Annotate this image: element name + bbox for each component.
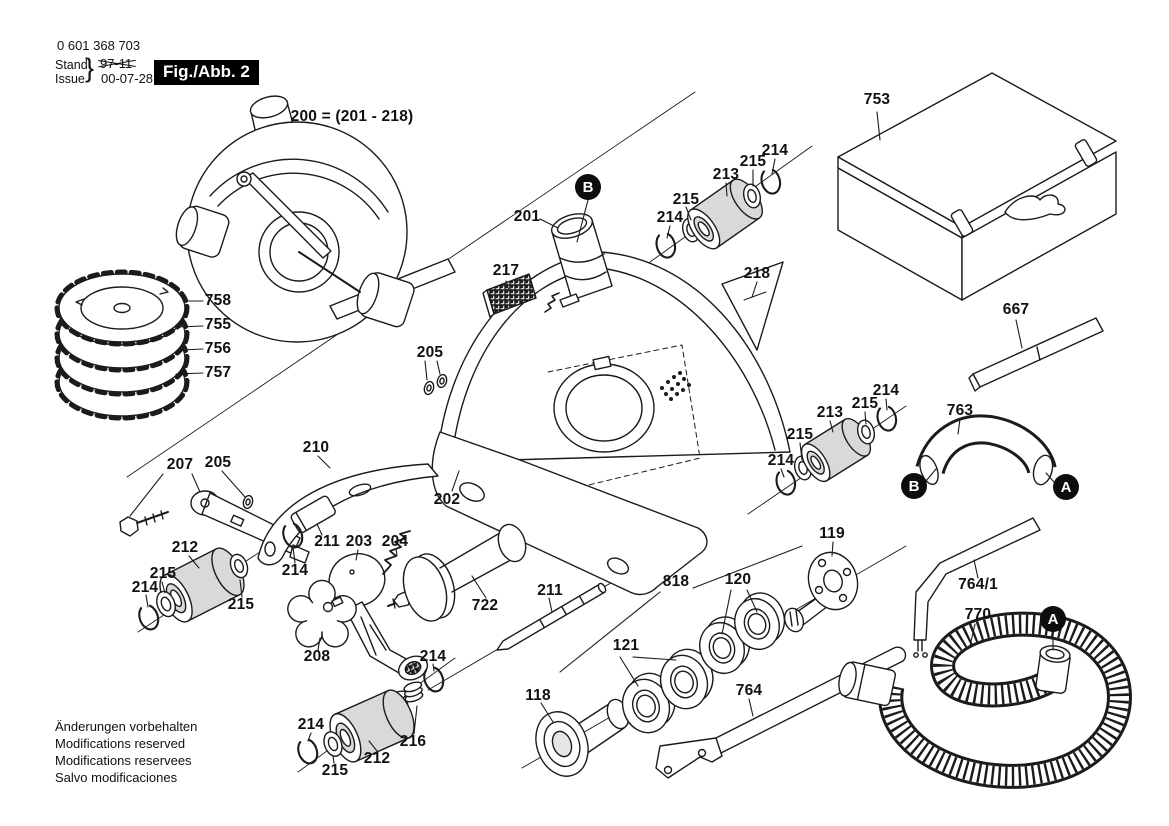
cutting-disc-stack — [57, 272, 203, 418]
modifications-notice: Änderungen vorbehalten Modifications res… — [55, 718, 197, 786]
part-label-757: 757 — [204, 364, 232, 381]
snapring-214-left-upper — [279, 520, 307, 563]
roller-212-left — [135, 542, 252, 634]
part-label-753: 753 — [863, 91, 891, 108]
part-label-216: 216 — [399, 733, 427, 750]
part-label-214: 214 — [281, 562, 309, 579]
part-label-214: 214 — [419, 648, 447, 665]
date-brace: } — [85, 53, 95, 83]
part-label-202: 202 — [433, 491, 461, 508]
bushing-118 — [527, 696, 632, 783]
part-label-211: 211 — [314, 533, 340, 550]
part-label-212: 212 — [363, 750, 391, 767]
issue-label: Issue — [55, 72, 85, 86]
part-label-215: 215 — [672, 191, 700, 208]
roller-212-bottom — [294, 684, 422, 768]
part-label-722: 722 — [471, 597, 499, 614]
star-knob-208 — [288, 580, 356, 650]
part-label-214: 214 — [297, 716, 325, 733]
part-label-212: 212 — [171, 539, 199, 556]
snapring-214-center — [420, 664, 448, 696]
part-label-755: 755 — [204, 316, 232, 333]
connector-marker-b-port: B — [575, 174, 601, 200]
superseded-date: 97-11 — [98, 56, 137, 71]
spring-204 — [383, 531, 410, 574]
part-label-214: 214 — [872, 382, 900, 399]
issue-date: 00-07-28 — [101, 71, 154, 86]
part-label-203: 203 — [345, 533, 373, 550]
part-label-764: 764 — [735, 682, 763, 699]
flange-119 — [781, 542, 864, 634]
part-label-210: 210 — [302, 439, 330, 456]
part-label-201: 201 — [513, 208, 541, 225]
part-label-211: 211 — [537, 582, 563, 599]
part-label-214: 214 — [761, 142, 789, 159]
part-label-217: 217 — [492, 262, 520, 279]
elbow-763 — [916, 419, 1055, 487]
part-label-207: 207 — [166, 456, 194, 473]
bracket-818 — [560, 546, 802, 672]
connector-marker-a-elbow: A — [1053, 474, 1079, 500]
stand-label: Stand — [55, 58, 88, 72]
part-label-818: 818 — [662, 573, 690, 590]
hose-end-a — [1035, 644, 1071, 694]
part-label-200: 200 = (201 - 218) — [290, 108, 414, 125]
bent-wrench-764-1 — [914, 518, 1040, 657]
part-label-215: 215 — [321, 762, 349, 779]
spacers-120 — [691, 586, 793, 680]
part-label-218: 218 — [743, 265, 771, 282]
part-label-214: 214 — [767, 452, 795, 469]
assembly-200 — [172, 92, 455, 342]
axle-211-center — [497, 582, 607, 650]
part-label-215: 215 — [149, 565, 177, 582]
deflector-218 — [722, 262, 783, 350]
sponge-pad-217 — [483, 274, 536, 317]
notice-line-en: Modifications reserved — [55, 736, 186, 751]
notice-line-de: Änderungen vorbehalten — [55, 719, 198, 734]
notice-line-fr: Modifications reservees — [55, 753, 192, 768]
notice-line-es: Salvo modificaciones — [55, 770, 178, 785]
part-label-118: 118 — [525, 687, 551, 704]
part-label-213: 213 — [712, 166, 740, 183]
spacers-121 — [613, 642, 722, 740]
washers-205-upper — [423, 361, 448, 395]
guide-strip-667 — [969, 318, 1103, 391]
part-label-119: 119 — [819, 525, 845, 542]
connector-marker-b-elbow: B — [901, 473, 927, 499]
order-number: 0 601 368 703 — [57, 38, 141, 53]
part-label-214: 214 — [131, 579, 159, 596]
part-label-204: 204 — [381, 533, 409, 550]
part-label-213: 213 — [816, 404, 844, 421]
carrying-case-753 — [838, 73, 1116, 300]
part-label-756: 756 — [204, 340, 232, 357]
part-label-214: 214 — [656, 209, 684, 226]
part-label-215: 215 — [227, 596, 255, 613]
part-label-120: 120 — [724, 571, 752, 588]
cam-lever-203 — [322, 546, 431, 684]
part-label-208: 208 — [303, 648, 331, 665]
part-label-215: 215 — [851, 395, 879, 412]
part-label-215: 215 — [739, 153, 767, 170]
superseded-date-text: 97-11 — [100, 56, 133, 71]
part-label-667: 667 — [1002, 301, 1030, 318]
part-label-205: 205 — [416, 344, 444, 361]
part-label-764-1: 764/1 — [958, 576, 998, 593]
guard-hood — [437, 200, 790, 548]
clamp-screw-207 — [120, 474, 309, 563]
part-label-121: 121 — [612, 637, 640, 654]
part-label-763: 763 — [946, 402, 974, 419]
disc-758 — [57, 272, 187, 345]
part-label-215: 215 — [786, 426, 814, 443]
roller-group-mid — [773, 399, 900, 498]
figure-number-badge: Fig./Abb. 2 — [154, 60, 259, 85]
roller-group-top — [653, 159, 784, 261]
part-label-758: 758 — [204, 292, 232, 309]
suction-hose-770 — [836, 624, 1120, 776]
handle-722 — [388, 521, 530, 627]
part-label-205: 205 — [204, 454, 232, 471]
washer-205-left — [222, 471, 254, 509]
part-label-770: 770 — [964, 606, 992, 623]
connector-marker-a-hose: A — [1040, 606, 1066, 632]
